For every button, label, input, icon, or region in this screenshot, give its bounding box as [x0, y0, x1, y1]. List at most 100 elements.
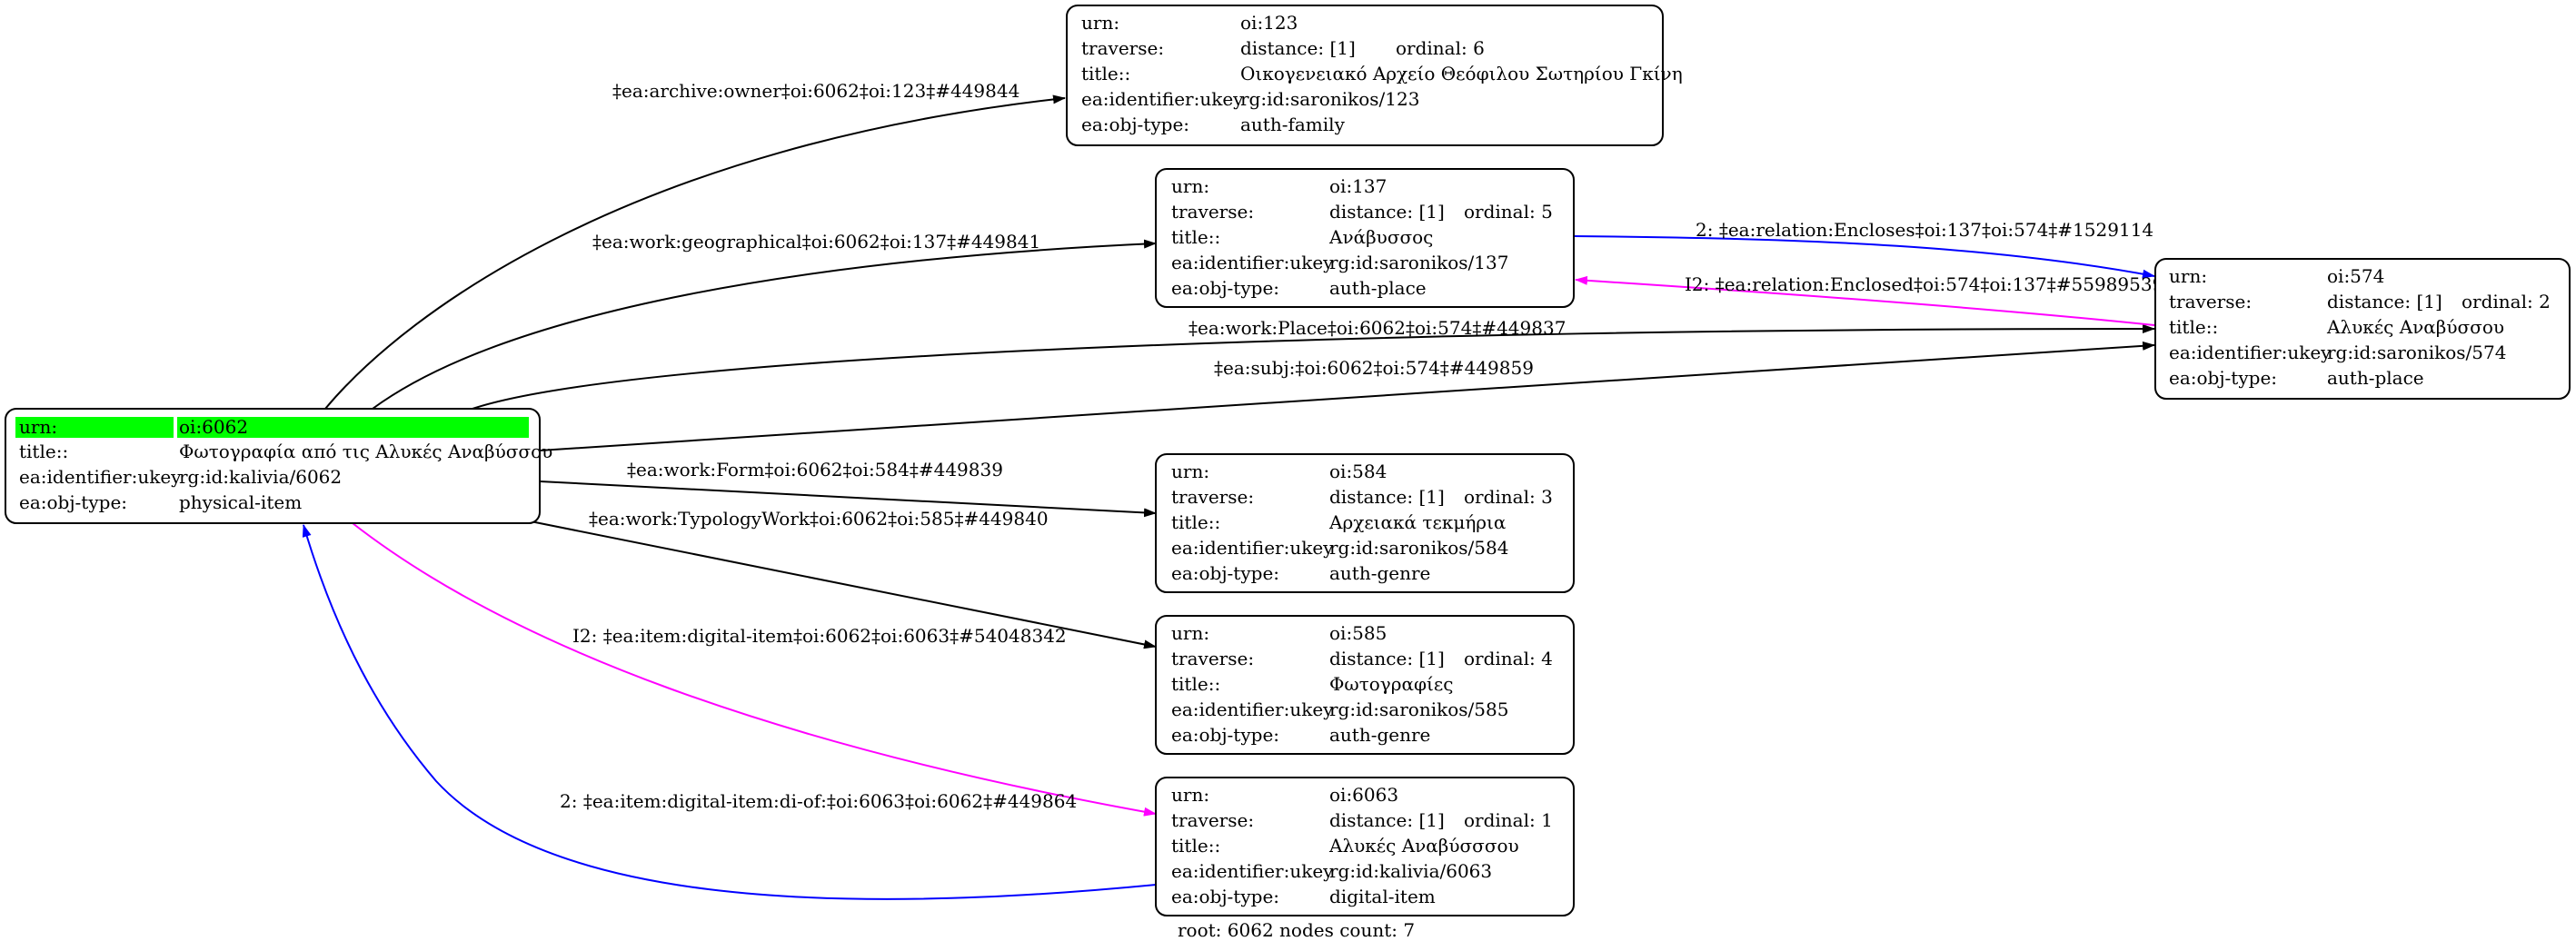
edge-label-encloses: 2: ‡ea:relation:Encloses‡oi:137‡oi:574‡#… — [1696, 219, 2153, 241]
row-ordinal: ordinal: 6 — [1396, 37, 1485, 59]
row-key: urn: — [1171, 175, 1209, 197]
row-value: oi:585 — [1329, 622, 1387, 644]
row-key: urn: — [1171, 784, 1209, 806]
row-value: rg:id:saronikos/123 — [1240, 88, 1419, 110]
row-ordinal: ordinal: 4 — [1464, 648, 1553, 669]
row-value: auth-genre — [1329, 724, 1430, 746]
edge-archive-owner[interactable] — [324, 94, 1066, 410]
edge-typology-work[interactable] — [530, 520, 1157, 649]
row-key: ea:identifier:ukey — [2169, 342, 2332, 363]
graph-footer: root: 6062 nodes count: 7 — [1178, 919, 1415, 941]
row-key: ea:obj-type: — [1171, 277, 1279, 299]
row-value: oi:584 — [1329, 461, 1387, 482]
row-value: auth-place — [2327, 367, 2424, 389]
highlight-key — [15, 417, 174, 438]
row-key: urn: — [2169, 265, 2207, 287]
row-key: ea:obj-type: — [1171, 562, 1279, 584]
row-value: digital-item — [1329, 886, 1436, 907]
row-value: rg:id:saronikos/585 — [1329, 698, 1508, 720]
row-key: traverse: — [1171, 486, 1254, 508]
edge-work-form[interactable] — [539, 480, 1157, 518]
row-key: ea:obj-type: — [19, 491, 127, 513]
row-value: physical-item — [179, 491, 302, 513]
row-key: title:: — [19, 441, 68, 462]
edge-digital-item[interactable] — [352, 522, 1157, 817]
row-value: auth-place — [1329, 277, 1427, 299]
node-oi-585[interactable]: urn: oi:585 traverse: distance: [1] ordi… — [1155, 615, 1575, 755]
nodes: urn: oi:6062 title:: Φωτογραφία από τις … — [5, 5, 2571, 916]
row-key: title:: — [1081, 63, 1130, 84]
row-value: rg:id:saronikos/137 — [1329, 252, 1508, 273]
row-key: ea:obj-type: — [1171, 886, 1279, 907]
row-value: oi:6062 — [179, 416, 248, 438]
edge-enclosed[interactable] — [1575, 275, 2155, 326]
row-value: Αλυκές Αναβύσσσου — [1328, 835, 1519, 857]
row-value: Φωτογραφία από τις Αλυκές Αναβύσσου — [179, 441, 552, 462]
row-ordinal: ordinal: 3 — [1464, 486, 1553, 508]
node-oi-6062[interactable]: urn: oi:6062 title:: Φωτογραφία από τις … — [5, 408, 552, 524]
edge-label-subj: ‡ea:subj:‡oi:6062‡oi:574‡#449859 — [1214, 357, 1534, 379]
row-key: traverse: — [1171, 201, 1254, 223]
row-value: Αρχειακά τεκμήρια — [1328, 511, 1506, 533]
edge-label-geographical: ‡ea:work:geographical‡oi:6062‡oi:137‡#44… — [592, 231, 1040, 253]
node-oi-137[interactable]: urn: oi:137 traverse: distance: [1] ordi… — [1155, 168, 1575, 308]
row-key: urn: — [1081, 12, 1119, 34]
row-value: distance: [1] — [1329, 648, 1445, 669]
row-key: title:: — [1171, 835, 1220, 857]
row-key: ea:obj-type: — [1171, 724, 1279, 746]
row-key: ea:identifier:ukey — [1171, 698, 1334, 720]
edge-label-work-place: ‡ea:work:Place‡oi:6062‡oi:574‡#449837 — [1189, 317, 1566, 339]
row-value: distance: [1] — [1329, 809, 1445, 831]
row-key: ea:identifier:ukey — [1171, 252, 1334, 273]
row-key: ea:obj-type: — [1081, 114, 1189, 135]
edge-label-work-form: ‡ea:work:Form‡oi:6062‡oi:584‡#449839 — [627, 459, 1003, 480]
row-key: traverse: — [1171, 809, 1254, 831]
row-key: traverse: — [1081, 37, 1164, 59]
edge-label-enclosed: I2: ‡ea:relation:Enclosed‡oi:574‡oi:137‡… — [1685, 273, 2163, 295]
row-value: rg:id:kalivia/6063 — [1329, 860, 1492, 882]
row-key: urn: — [1171, 622, 1209, 644]
edge-label-archive-owner: ‡ea:archive:owner‡oi:6062‡oi:123‡#449844 — [612, 80, 1019, 102]
row-value: Ανάβυσσος — [1328, 226, 1433, 248]
edges: ‡ea:archive:owner‡oi:6062‡oi:123‡#449844… — [302, 80, 2163, 900]
row-value: distance: [1] — [1329, 486, 1445, 508]
row-key: ea:obj-type: — [2169, 367, 2277, 389]
row-key: urn: — [19, 416, 57, 438]
edge-encloses[interactable] — [1573, 235, 2155, 279]
row-value: Φωτογραφίες — [1329, 673, 1453, 695]
row-value: rg:id:saronikos/574 — [2327, 342, 2506, 363]
row-value: rg:id:kalivia/6062 — [179, 466, 342, 488]
edge-geographical[interactable] — [372, 239, 1157, 410]
edge-digital-item-of[interactable] — [302, 524, 1157, 900]
node-oi-574[interactable]: urn: oi:574 traverse: distance: [1] ordi… — [2154, 258, 2571, 400]
row-value: distance: [1] — [1329, 201, 1445, 223]
row-key: ea:identifier:ukey — [1081, 88, 1244, 110]
edge-label-digital-item-of: 2: ‡ea:item:digital-item:di-of:‡oi:6063‡… — [560, 790, 1077, 812]
row-value: Αλυκές Αναβύσσου — [2326, 316, 2504, 338]
row-key: urn: — [1171, 461, 1209, 482]
row-key: title:: — [1171, 511, 1220, 533]
row-key: traverse: — [1171, 648, 1254, 669]
row-ordinal: ordinal: 2 — [2462, 291, 2551, 312]
row-value: oi:123 — [1240, 12, 1298, 34]
row-value: distance: [1] — [1240, 37, 1356, 59]
row-value: oi:137 — [1329, 175, 1387, 197]
row-key: ea:identifier:ukey — [1171, 860, 1334, 882]
row-value: rg:id:saronikos/584 — [1329, 537, 1508, 559]
row-value: distance: [1] — [2327, 291, 2442, 312]
row-ordinal: ordinal: 5 — [1464, 201, 1553, 223]
edge-work-place[interactable] — [472, 324, 2155, 410]
row-value: auth-family — [1240, 114, 1346, 135]
row-key: traverse: — [2169, 291, 2252, 312]
row-key: title:: — [2169, 316, 2218, 338]
highlight-value — [177, 417, 529, 438]
edge-subj[interactable] — [539, 341, 2155, 451]
row-key: ea:identifier:ukey — [19, 466, 182, 488]
node-oi-584[interactable]: urn: oi:584 traverse: distance: [1] ordi… — [1155, 453, 1575, 593]
node-oi-123[interactable]: urn: oi:123 traverse: distance: [1] ordi… — [1066, 5, 1683, 146]
row-key: title:: — [1171, 673, 1220, 695]
row-value: oi:6063 — [1329, 784, 1398, 806]
row-key: title:: — [1171, 226, 1220, 248]
node-oi-6063[interactable]: urn: oi:6063 traverse: distance: [1] ord… — [1155, 777, 1575, 916]
